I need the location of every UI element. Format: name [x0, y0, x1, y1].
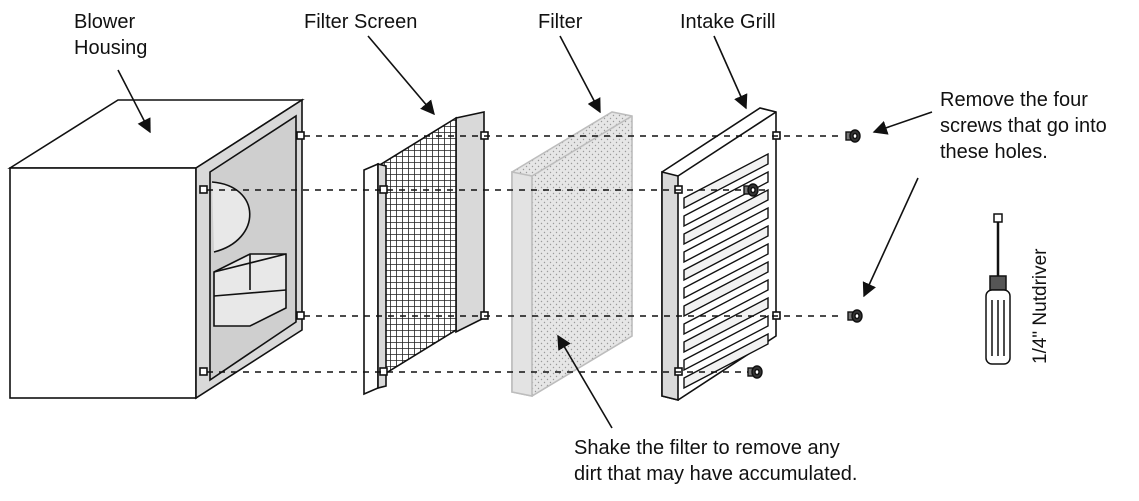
nutdriver-icon — [985, 213, 1011, 365]
alignment-lines — [207, 135, 842, 373]
screen-frame-right — [455, 111, 485, 334]
housing-hole-4 — [199, 367, 208, 376]
grill-louver — [683, 224, 769, 282]
blower-housing — [7, 98, 305, 400]
label-shake-filter-line2: dirt that may have accumulated. — [574, 463, 858, 485]
label-remove-screws-line2: screws that go into — [940, 115, 1107, 137]
label-remove-screws-line3: these holes. — [940, 141, 1048, 163]
label-filter: Filter — [538, 11, 583, 33]
grill-louver — [683, 332, 769, 390]
pointer-arrows — [117, 35, 933, 429]
arrow-filter-screen — [367, 35, 435, 116]
label-filter-screen: Filter Screen — [304, 11, 418, 33]
grill-louvers — [683, 152, 769, 390]
arrow-shake-filter — [557, 334, 613, 429]
grill-louver — [683, 296, 769, 354]
label-blower-housing-line2: Housing — [74, 37, 148, 59]
tool-label: 1/4" Nutdriver — [1030, 248, 1051, 364]
arrow-remove-screws-bottom — [862, 177, 919, 298]
housing-front-face — [9, 167, 197, 399]
screw-icon — [847, 309, 863, 323]
label-remove-screws-line1: Remove the four — [940, 89, 1088, 111]
grill-louver — [683, 314, 769, 372]
screen-frame-left — [363, 162, 379, 396]
screw-icon — [747, 365, 763, 379]
arrow-intake-grill — [713, 35, 748, 110]
grill-louver — [683, 278, 769, 336]
screw-icon — [845, 129, 861, 143]
blower-wheel — [211, 181, 251, 253]
filter-edge — [511, 171, 533, 397]
filter-screen — [363, 111, 489, 396]
label-intake-grill: Intake Grill — [680, 11, 776, 33]
intake-grill — [661, 107, 781, 402]
filter-pad — [511, 111, 633, 397]
grill-louver — [683, 188, 769, 246]
arrow-remove-screws-top — [872, 111, 933, 135]
screen-hole-2 — [379, 185, 388, 194]
label-blower-housing-line1: Blower — [74, 11, 136, 33]
screw-icon — [743, 183, 759, 197]
screen-hole-4 — [379, 367, 388, 376]
grill-louver — [683, 152, 769, 210]
grill-louver — [683, 242, 769, 300]
screen-mesh — [377, 116, 457, 380]
arrow-blower-housing — [117, 69, 151, 134]
grill-louver — [683, 260, 769, 318]
grill-louver — [683, 206, 769, 264]
housing-hole-2 — [199, 185, 208, 194]
housing-hole-1 — [296, 131, 305, 140]
label-shake-filter-line1: Shake the filter to remove any — [574, 437, 840, 459]
arrow-filter — [559, 35, 601, 114]
screws — [743, 129, 863, 379]
housing-hole-3 — [296, 311, 305, 320]
